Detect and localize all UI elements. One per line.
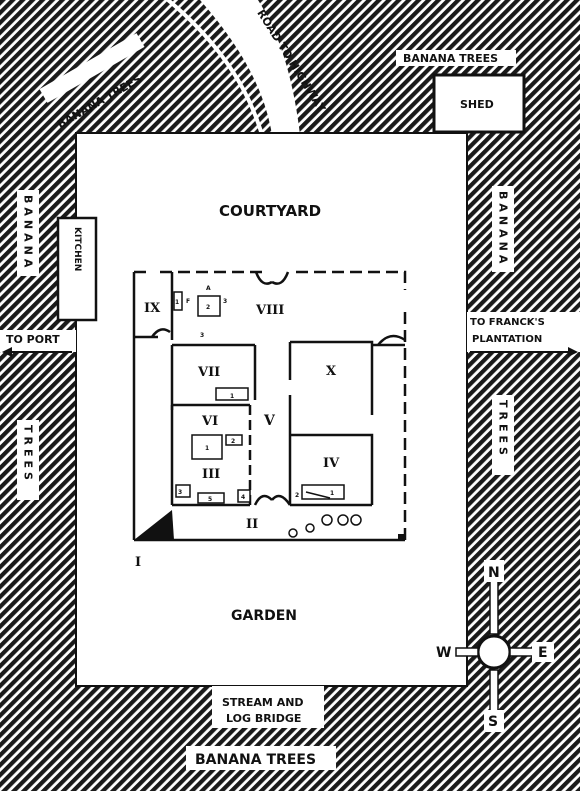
bed-vii-label: 1 xyxy=(230,393,234,400)
house-plan xyxy=(132,270,407,542)
compound-area xyxy=(75,132,468,687)
label-plate xyxy=(212,686,324,728)
table-a xyxy=(197,295,221,317)
furniture-3-label: 3 xyxy=(223,298,227,305)
room-ii-label: II xyxy=(246,517,258,532)
bed-vi-label: 1 xyxy=(205,445,209,452)
table-vi-label: 2 xyxy=(231,438,235,445)
table-iv-label: 2 xyxy=(295,492,299,499)
bed-iv-label: 1 xyxy=(330,490,334,497)
garden-label: GARDEN xyxy=(231,608,297,624)
compass-rose xyxy=(432,560,554,732)
label-plate xyxy=(0,330,76,352)
label-plate xyxy=(17,190,39,276)
box-iii xyxy=(237,489,251,503)
label-plate xyxy=(467,312,580,352)
room-iv-label: IV xyxy=(323,456,340,471)
room-i-label: I xyxy=(135,555,141,570)
shed-label: SHED xyxy=(460,98,494,111)
room-vii-label: VII xyxy=(197,365,220,380)
room-v-label: V xyxy=(263,413,276,429)
label-plate xyxy=(39,33,145,103)
room-vi-label: VI xyxy=(201,414,218,429)
banana-trees-ne-label: BANANA TREES xyxy=(403,52,498,65)
label-plate xyxy=(396,50,516,66)
compass-n: N xyxy=(488,565,500,581)
furniture-a-label: A xyxy=(206,285,211,292)
furniture xyxy=(173,291,362,538)
kitchen-label: KITCHEN xyxy=(72,227,82,271)
log-bridge-label: LOG BRIDGE xyxy=(226,712,301,725)
room-x-label: X xyxy=(326,364,337,379)
room-iii-label: III xyxy=(202,467,220,482)
label-plate xyxy=(492,186,514,272)
to-plantation-arrow xyxy=(470,347,578,357)
furniture-3b-label: 3 xyxy=(178,489,182,496)
room-ix-label: IX xyxy=(144,301,161,316)
room-viii-label: VIII xyxy=(255,303,284,318)
furniture-f-label: F xyxy=(186,298,190,305)
bed-1 xyxy=(173,291,183,311)
trees-east-label: TREES xyxy=(497,400,510,459)
stream-label: STREAM AND xyxy=(222,696,304,709)
trees-west-label: TREES xyxy=(22,425,35,484)
compass-ring xyxy=(476,634,512,670)
banana-east-label: BANANA xyxy=(497,191,510,267)
bed-vii xyxy=(215,387,249,401)
label-plate xyxy=(186,746,336,770)
to-port-label: TO PORT xyxy=(6,333,60,346)
to-francks-label: TO FRANCK'S xyxy=(470,317,545,328)
compass-w: W xyxy=(436,645,451,661)
label-plate xyxy=(492,395,514,475)
furniture-2-label: 2 xyxy=(206,304,210,311)
furniture-1-label: 1 xyxy=(175,299,179,306)
kitchen-building xyxy=(56,216,98,322)
banana-trees-south-label: BANANA TREES xyxy=(195,752,316,768)
to-port-arrow xyxy=(2,347,72,357)
label-plate xyxy=(17,420,39,500)
bench-iii xyxy=(197,492,225,504)
bed-iv xyxy=(301,484,345,500)
furniture-4-label: 4 xyxy=(241,494,245,501)
furniture-s3-label: 3 xyxy=(200,332,204,339)
shed-building xyxy=(432,73,526,134)
chest-iii xyxy=(175,484,191,498)
corner-step xyxy=(134,510,174,540)
compass-s: S xyxy=(488,714,498,730)
table-vi xyxy=(225,434,243,446)
courtyard-label: COURTYARD xyxy=(219,202,321,220)
furniture-5-label: 5 xyxy=(208,496,212,503)
road-to-highway xyxy=(150,0,300,135)
bed-vi xyxy=(191,434,223,460)
compass-e: E xyxy=(538,645,548,661)
plantation-label: PLANTATION xyxy=(472,334,542,345)
banana-west-label: BANANA xyxy=(22,195,35,271)
